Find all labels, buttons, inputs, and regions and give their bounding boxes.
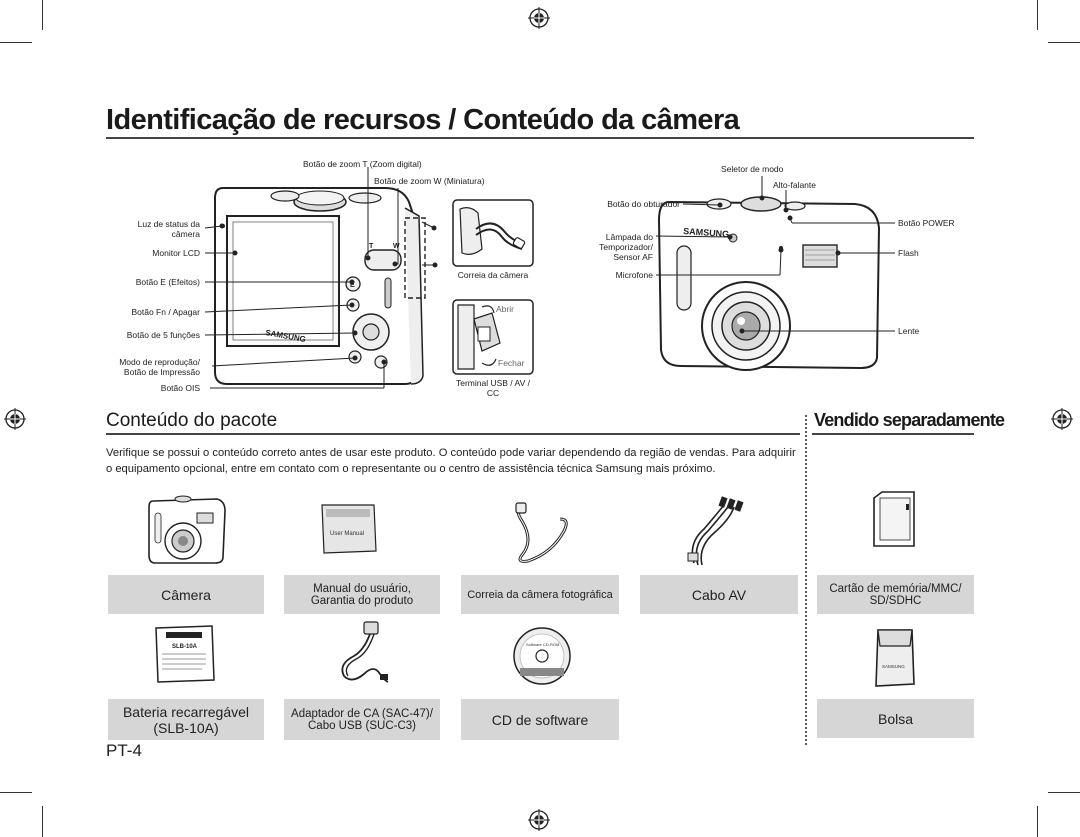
crop-mark [1037,806,1038,837]
item-battery: Bateria recarregável (SLB-10A) [108,699,264,740]
label-terminal: Terminal USB / AV / CC [440,378,546,398]
label-zoom-t: Botão de zoom T (Zoom digital) [303,159,422,169]
label-strap: Correia da câmera [457,270,529,280]
label-flash: Flash [898,248,919,258]
item-manual-line1: Manual do usuário, [313,582,411,595]
registration-mark-right [1051,408,1073,430]
crop-mark [1037,0,1038,30]
label-status-light: Luz de status da câmera [110,219,200,239]
svg-text:W: W [393,243,400,250]
label-ois: Botão OIS [160,383,200,393]
memory-card-thumbnail [873,491,915,547]
label-speaker: Alto-falante [773,180,816,190]
av-cable-thumbnail [687,496,744,566]
battery-label-text: SLB-10A [172,644,198,650]
title-rule [106,137,974,139]
package-heading: Conteúdo do pacote [106,410,278,431]
item-battery-line2: (SLB-10A) [153,719,219,736]
cd-label-text: Software CD-ROM [526,642,559,647]
registration-mark-left [4,408,26,430]
label-zoom-w: Botão de zoom W (Miniatura) [374,176,485,186]
label-fn-button: Botão Fn / Apagar [131,307,200,317]
label-shutter: Botão do obturador [607,199,680,209]
package-rule [106,433,800,435]
camera-front-illustration: SAMSUNG [657,196,881,371]
item-memory-card-line2: SD/SDHC [869,594,922,607]
label-status-light-line1: Luz de status da [137,219,200,229]
registration-mark-bottom [528,809,550,831]
item-manual: Manual do usuário, Garantia do produto [284,575,440,614]
label-lamp-line1: Lâmpada do [605,232,653,242]
manual-cover-text: User Manual [330,531,364,537]
pouch-brand: SAMSUNG [882,664,905,669]
item-pouch-label: Bolsa [877,710,914,727]
crop-mark [0,792,32,793]
label-five-function: Botão de 5 funções [126,330,200,340]
label-lens: Lente [898,326,920,336]
sold-separately-rule [812,433,974,435]
svg-text:E: E [350,282,355,289]
label-mode-selector: Seletor de modo [721,164,784,174]
strap-thumbnail [515,502,568,563]
cd-thumbnail: Software CD-ROM [513,627,571,685]
item-memory-card: Cartão de memória/MMC/ SD/SDHC [817,575,974,614]
item-cd-label: CD de software [491,711,589,728]
camera-front-brand: SAMSUNG [683,226,730,239]
label-playback: Modo de reprodução/ Botão de Impressão [100,357,200,377]
item-cd: CD de software [461,699,619,740]
item-pouch: Bolsa [817,699,974,738]
label-lamp-line2: Temporizador/ [599,242,653,252]
label-terminal-line2: CC [486,388,500,398]
label-close: Fechar [498,358,525,368]
strap-detail-illustration [452,199,534,267]
manual-thumbnail: User Manual [321,504,377,554]
crop-mark [42,0,43,30]
registration-mark-top [528,7,550,29]
label-power: Botão POWER [898,218,955,228]
label-open: Abrir [496,304,514,314]
item-manual-line2: Garantia do produto [310,594,414,607]
crop-mark [1048,792,1080,793]
item-strap: Correia da câmera fotográfica [461,575,619,614]
item-adapter-line2: Cabo USB (SUC-C3) [308,719,416,732]
sold-separately-heading: Vendido separadamente [814,410,1005,430]
item-battery-line1: Bateria recarregável [122,703,250,720]
crop-mark [0,42,32,43]
page-number: PT-4 [106,741,142,760]
item-adapter: Adaptador de CA (SAC-47)/ Cabo USB (SUC-… [284,699,440,740]
camera-thumbnail [148,495,226,564]
item-camera-label: Câmera [161,586,211,603]
label-playback-line1: Modo de reprodução/ [119,357,200,367]
page-title: Identificação de recursos / Conteúdo da … [106,104,740,136]
item-strap-label: Correia da câmera fotográfica [467,588,613,601]
label-status-light-line2: câmera [171,229,200,239]
crop-mark [42,806,43,837]
adapter-thumbnail [341,621,389,683]
package-description: Verifique se possui o conteúdo correto a… [106,447,796,475]
crop-mark [1048,42,1080,43]
terminal-detail-illustration [452,299,534,375]
label-lamp: Lâmpada do Temporizador/ Sensor AF [560,232,653,262]
label-lcd: Monitor LCD [152,248,200,258]
item-av-cable: Cabo AV [640,575,798,614]
item-memory-card-line1: Cartão de memória/MMC/ [829,582,962,595]
label-e-button: Botão E (Efeitos) [135,277,200,287]
camera-back-illustration: T W E SAMSUNG [214,187,426,385]
label-microphone: Microfone [615,270,653,280]
svg-text:T: T [369,243,374,250]
label-playback-line2: Botão de Impressão [123,367,200,377]
label-lamp-line3: Sensor AF [613,252,653,262]
item-av-cable-label: Cabo AV [691,586,747,603]
label-terminal-line1: Terminal USB / AV / [455,378,530,388]
battery-thumbnail: SLB-10A [155,625,215,683]
pouch-thumbnail: SAMSUNG [875,629,915,687]
section-divider [805,415,807,745]
item-camera: Câmera [108,575,264,614]
item-adapter-line1: Adaptador de CA (SAC-47)/ [291,707,433,720]
